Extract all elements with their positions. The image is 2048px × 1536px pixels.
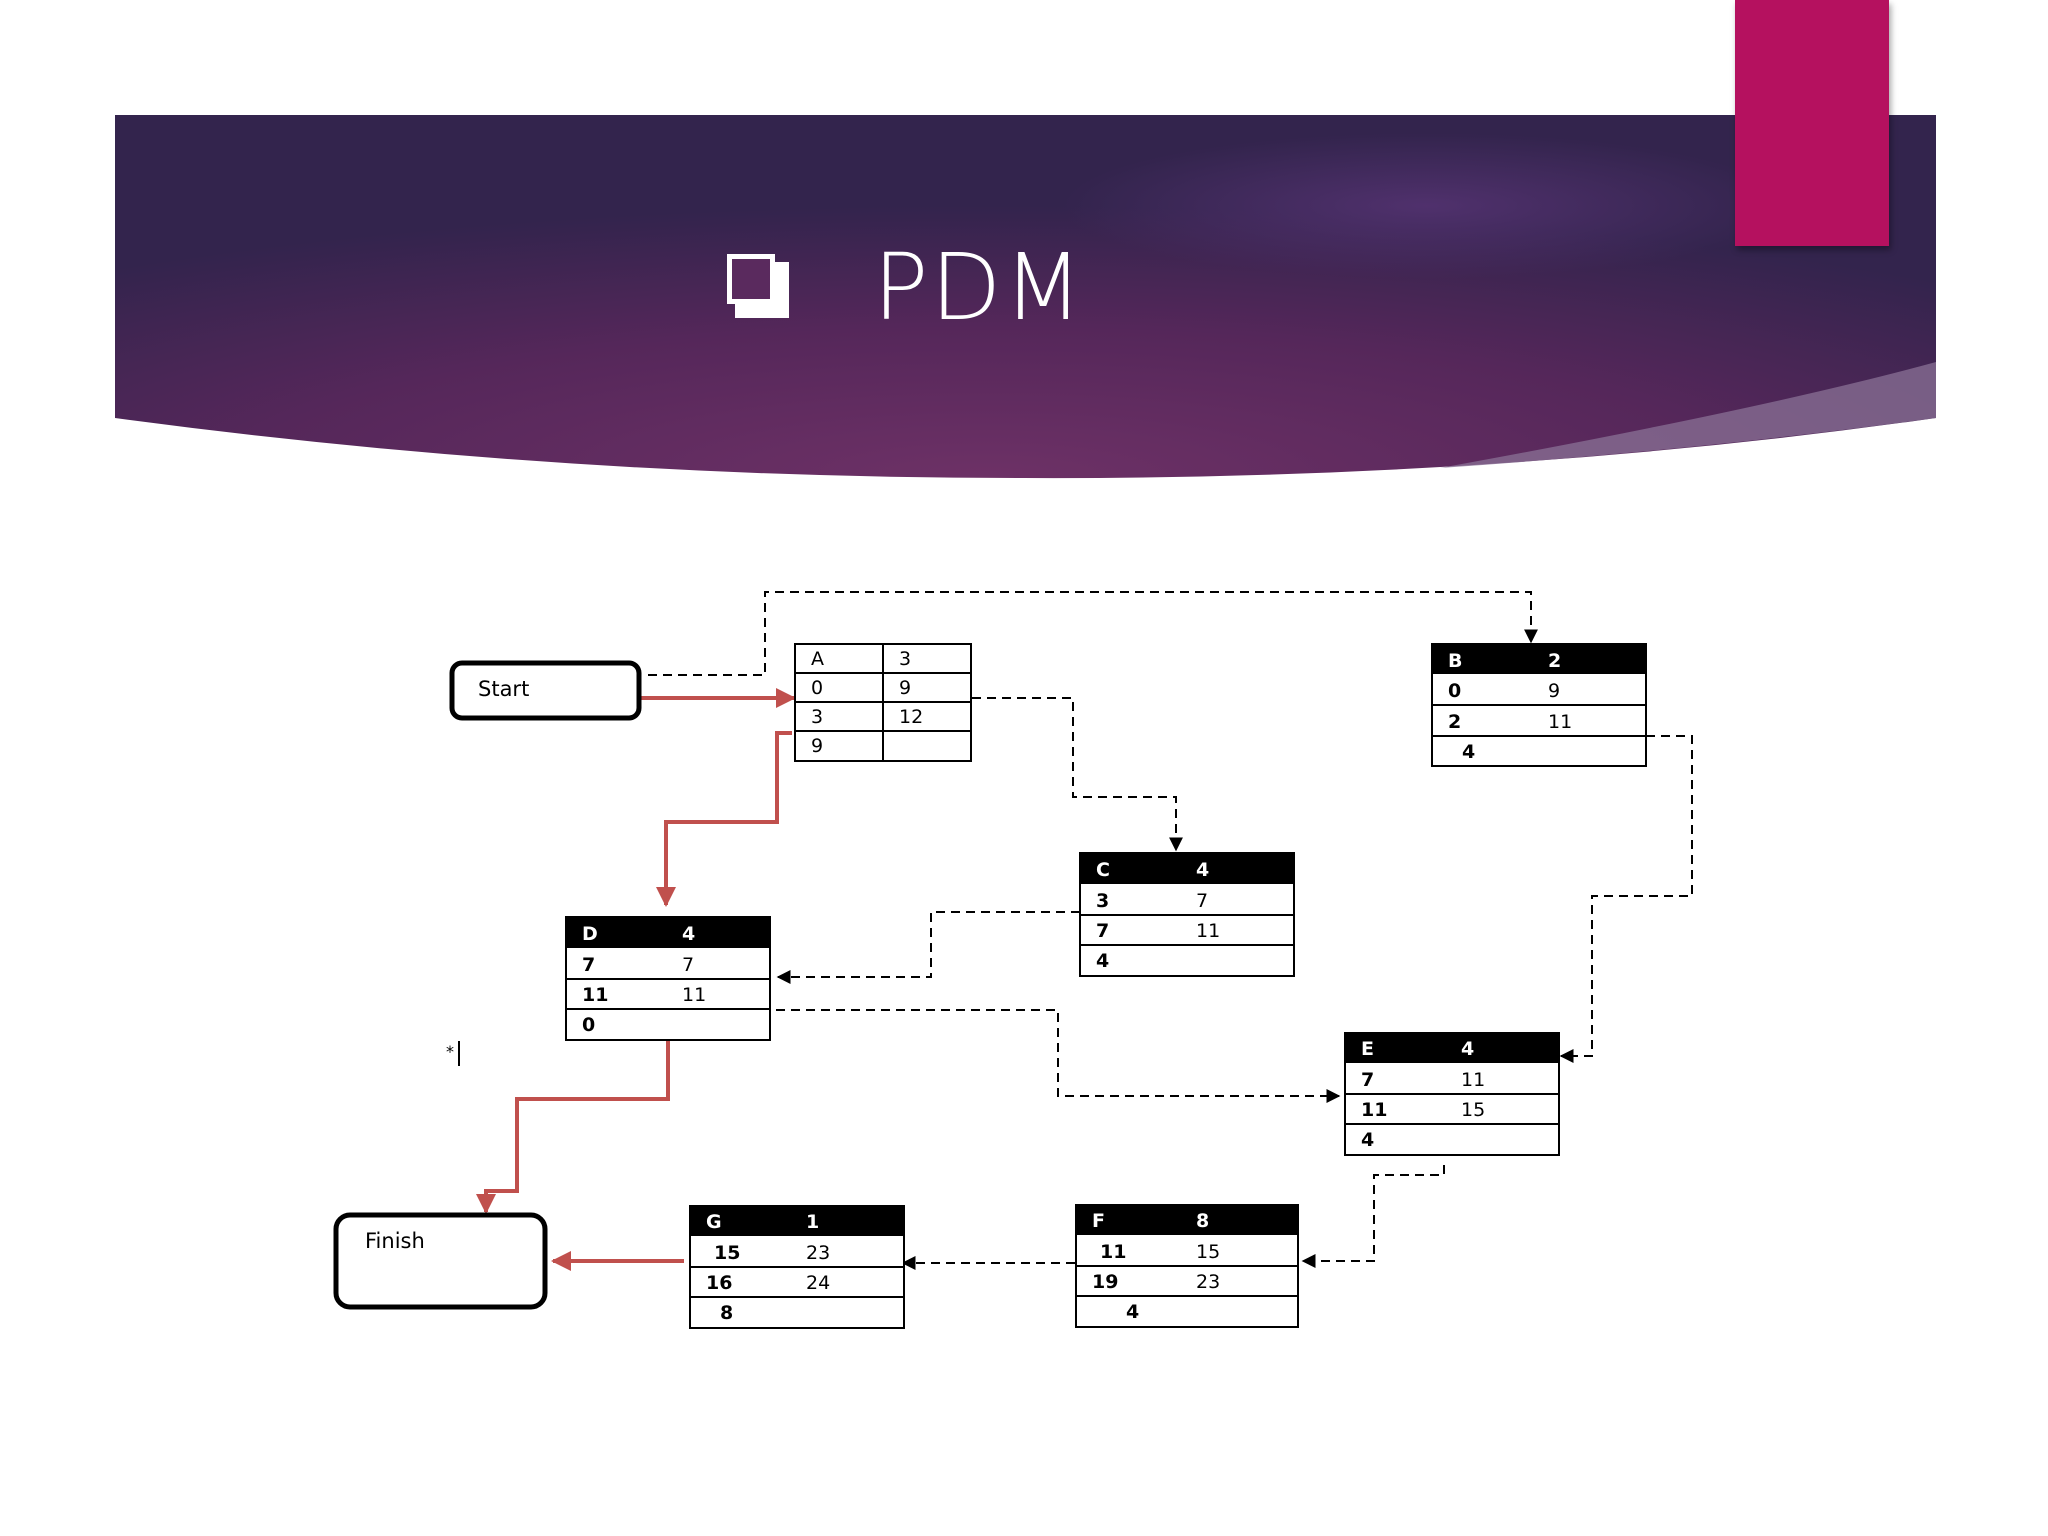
node-d-duration: 4 xyxy=(682,923,695,945)
start-node: Start xyxy=(449,660,642,721)
accent-tab xyxy=(1735,0,1889,246)
node-c-cell: 3 xyxy=(1096,890,1109,912)
node-b-id: B xyxy=(1448,650,1462,672)
node-e-cell: 4 xyxy=(1361,1129,1374,1151)
node-d-cell: 11 xyxy=(582,984,608,1006)
node-f: F 8 11 15 19 23 4 xyxy=(1075,1204,1299,1328)
link-a-c xyxy=(972,697,1183,852)
node-f-cell: 15 xyxy=(1196,1241,1220,1263)
node-g: G 1 15 23 16 24 8 xyxy=(689,1205,905,1329)
title-text: PDM xyxy=(873,234,1085,341)
node-b-cell: 4 xyxy=(1462,741,1475,763)
node-e-cell: 7 xyxy=(1361,1069,1374,1091)
node-f-cell: 19 xyxy=(1092,1271,1118,1293)
node-c-cell: 7 xyxy=(1096,920,1109,942)
node-a-cell: 3 xyxy=(811,706,823,728)
node-d: D 4 7 7 11 11 0 xyxy=(565,916,771,1041)
node-a-cell: 9 xyxy=(811,735,823,757)
node-a-id: A xyxy=(811,648,824,670)
node-g-cell: 24 xyxy=(806,1272,830,1294)
node-g-cell: 15 xyxy=(714,1242,740,1264)
node-g-id: G xyxy=(706,1211,722,1233)
node-g-cell: 8 xyxy=(720,1302,733,1324)
node-f-cell: 4 xyxy=(1126,1301,1139,1323)
node-c-cell: 4 xyxy=(1096,950,1109,972)
node-g-cell: 23 xyxy=(806,1242,830,1264)
node-e-duration: 4 xyxy=(1461,1038,1474,1060)
node-c-cell: 7 xyxy=(1196,890,1208,912)
node-d-cell: 11 xyxy=(682,984,706,1006)
node-d-id: D xyxy=(582,923,598,945)
banner-swoosh xyxy=(1440,362,1936,468)
title-banner xyxy=(115,115,1936,479)
node-c-id: C xyxy=(1096,859,1110,881)
node-f-cell: 11 xyxy=(1100,1241,1126,1263)
critical-link-d-finish xyxy=(476,1041,670,1214)
node-a-duration: 3 xyxy=(899,648,911,670)
finish-label: Finish xyxy=(365,1229,425,1253)
node-a-cell: 12 xyxy=(899,706,923,728)
link-d-e xyxy=(776,1009,1341,1103)
node-c-cell: 11 xyxy=(1196,920,1220,942)
node-f-id: F xyxy=(1092,1210,1105,1232)
critical-link-a-d xyxy=(656,731,792,907)
node-d-cell: 7 xyxy=(582,954,595,976)
node-a-cell: 9 xyxy=(899,677,911,699)
link-b-e xyxy=(1559,735,1693,1063)
link-e-f xyxy=(1301,1165,1445,1268)
node-b-cell: 2 xyxy=(1448,711,1461,733)
node-a-cell: 0 xyxy=(811,677,823,699)
finish-node: Finish xyxy=(333,1212,548,1310)
node-c: C 4 3 7 7 11 4 xyxy=(1079,852,1295,977)
node-d-cell: 0 xyxy=(582,1014,595,1036)
node-b: B 2 0 9 2 11 4 xyxy=(1431,643,1647,767)
node-g-cell: 16 xyxy=(706,1272,732,1294)
node-a: A 3 0 9 3 12 9 xyxy=(794,643,972,762)
node-f-duration: 8 xyxy=(1196,1210,1209,1232)
node-d-cell: 7 xyxy=(682,954,694,976)
node-e-cell: 11 xyxy=(1461,1069,1485,1091)
node-e: E 4 7 11 11 15 4 xyxy=(1344,1032,1560,1156)
node-e-cell: 11 xyxy=(1361,1099,1387,1121)
checkbox-bullet-icon xyxy=(727,254,793,322)
node-b-cell: 11 xyxy=(1548,711,1572,733)
start-label: Start xyxy=(478,677,529,701)
node-g-duration: 1 xyxy=(806,1211,819,1233)
node-f-cell: 23 xyxy=(1196,1271,1220,1293)
slide-title: PDM xyxy=(727,228,1085,348)
node-c-duration: 4 xyxy=(1196,859,1209,881)
node-b-cell: 9 xyxy=(1548,680,1560,702)
link-c-d xyxy=(776,911,1080,984)
node-e-id: E xyxy=(1361,1038,1374,1060)
node-b-cell: 0 xyxy=(1448,680,1461,702)
node-e-cell: 15 xyxy=(1461,1099,1485,1121)
link-start-b xyxy=(648,591,1538,676)
cursor-mark: * xyxy=(446,1042,454,1061)
node-b-duration: 2 xyxy=(1548,650,1561,672)
